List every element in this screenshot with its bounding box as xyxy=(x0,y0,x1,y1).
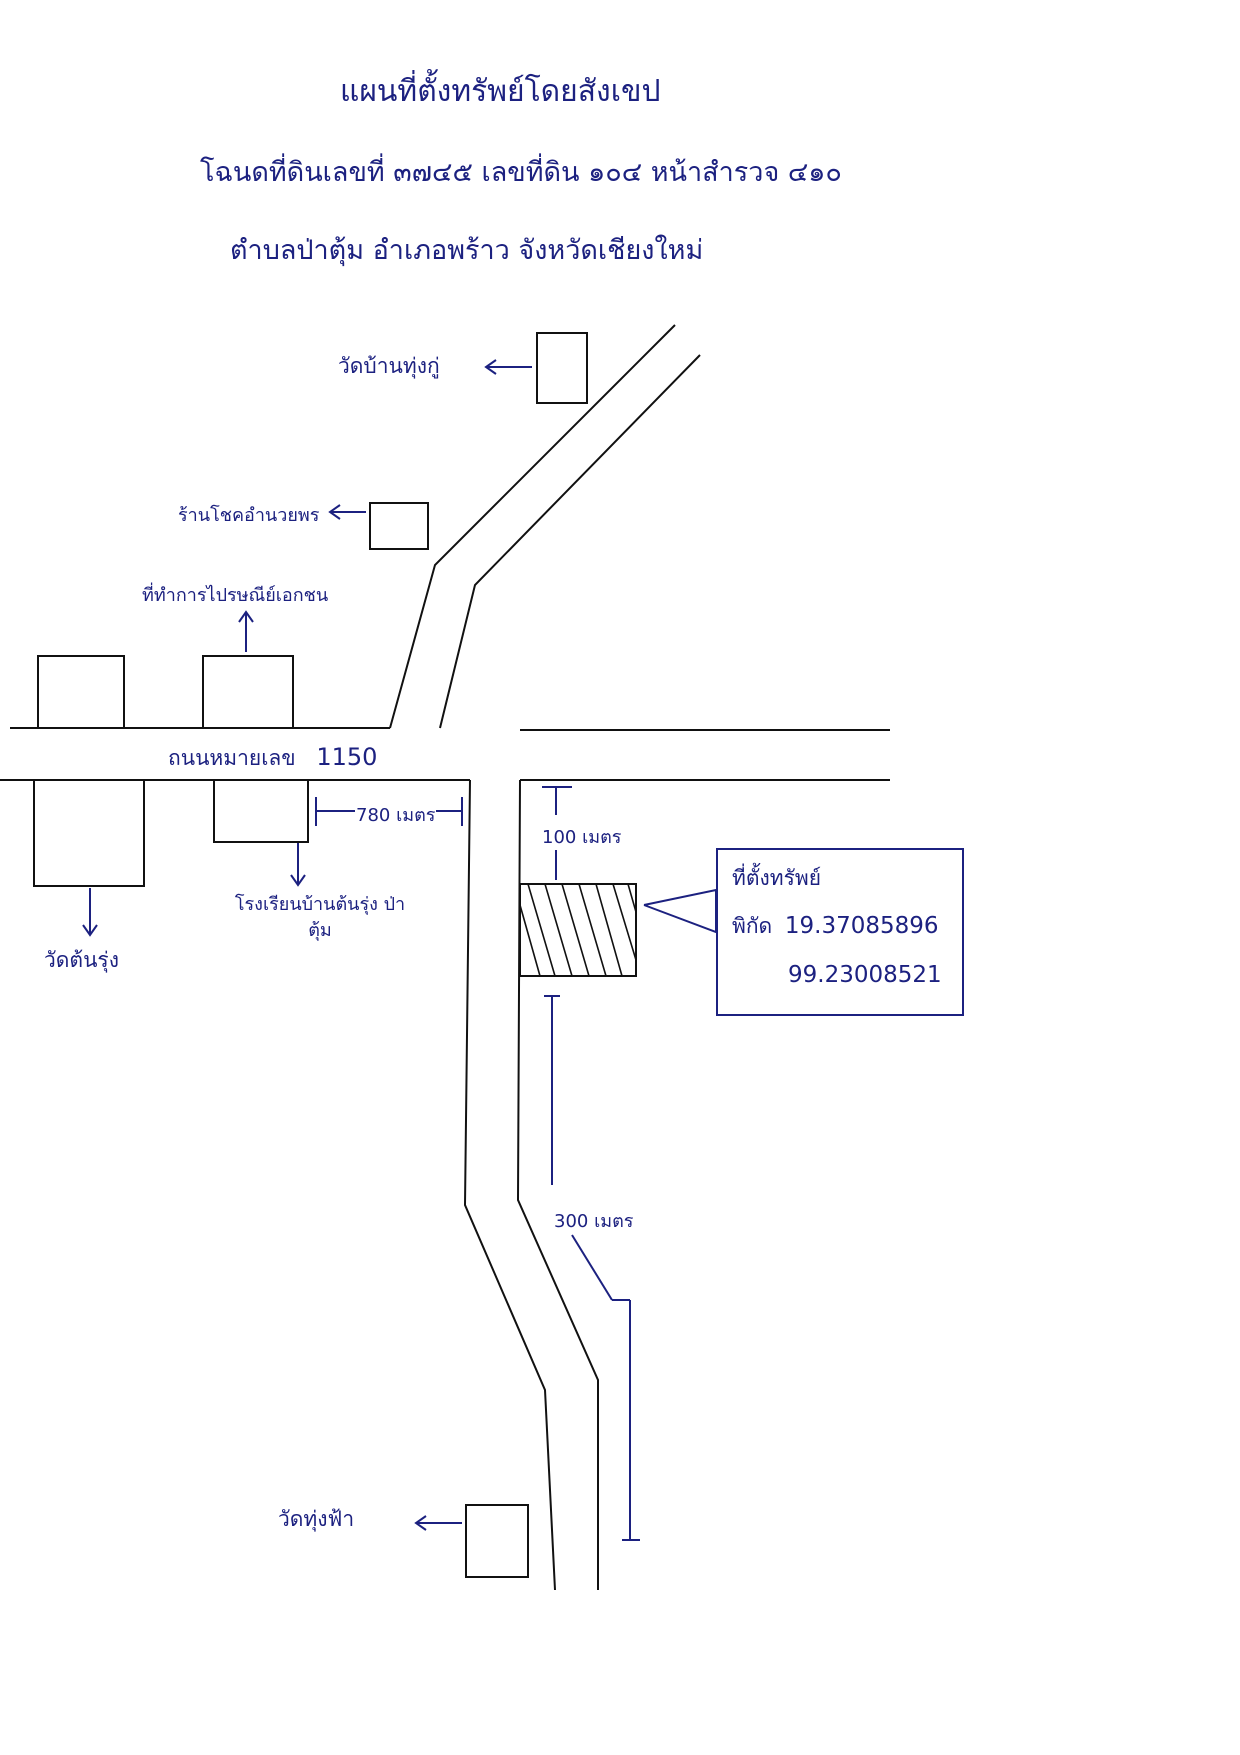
building-school xyxy=(213,779,309,843)
label-wat-ton-rung: วัดต้นรุ่ง xyxy=(44,948,119,972)
building-wat-ban-thung-ku xyxy=(536,332,588,404)
property-coords: พิกัด 19.37085896 xyxy=(732,910,939,943)
deed-info: โฉนดที่ดินเลขที่ ๓๗๔๕ เลขที่ดิน ๑๐๔ หน้า… xyxy=(200,157,842,188)
location-info: ตำบลป่าตุ้ม อำเภอพร้าว จังหวัดเชียงใหม่ xyxy=(230,235,704,266)
label-wat-thung-fah: วัดทุ่งฟ้า xyxy=(278,1507,355,1531)
north-road-left-edge xyxy=(389,324,676,729)
south-road-right-edge xyxy=(516,779,599,1590)
label-post-office: ที่ทำการไปรษณีย์เอกชน xyxy=(142,585,329,606)
property-callout: ที่ตั้งทรัพย์ พิกัด 19.37085896 99.23008… xyxy=(716,848,964,1016)
north-road-right-edge xyxy=(439,354,701,729)
label-school: โรงเรียนบ้านต้นรุ่ง ป่าตุ้ม xyxy=(234,894,406,941)
map-title: แผนที่ตั้งทรัพย์โดยสังเขป xyxy=(340,74,661,109)
road-name-text: ถนนหมายเลข xyxy=(168,746,296,770)
building-post-office xyxy=(202,655,294,729)
building-wat-thung-fah xyxy=(465,1504,529,1578)
building-health-center xyxy=(369,502,429,550)
road-name: ถนนหมายเลข 1150 xyxy=(168,742,377,775)
callout-pointer xyxy=(643,888,717,934)
south-road-left-edge xyxy=(463,779,556,1591)
distance-100: 100 เมตร xyxy=(542,827,622,848)
coord-lat: 19.37085896 xyxy=(784,913,939,939)
property-label: ที่ตั้งทรัพย์ xyxy=(732,866,822,890)
property-plot xyxy=(519,883,637,977)
distance-780: 780 เมตร xyxy=(356,805,436,826)
road-number: 1150 xyxy=(316,743,378,771)
label-health-center: ร้านโชคอำนวยพร xyxy=(178,505,320,526)
property-hatching xyxy=(519,883,637,977)
building-left-1 xyxy=(37,655,125,729)
coord-lon: 99.23008521 xyxy=(788,962,942,988)
label-wat-ban-thung-ku: วัดบ้านทุ่งกู่ xyxy=(338,354,440,378)
coord-label: พิกัด xyxy=(732,914,773,938)
building-wat-ton-rung xyxy=(33,779,145,887)
distance-300: 300 เมตร xyxy=(554,1211,634,1232)
